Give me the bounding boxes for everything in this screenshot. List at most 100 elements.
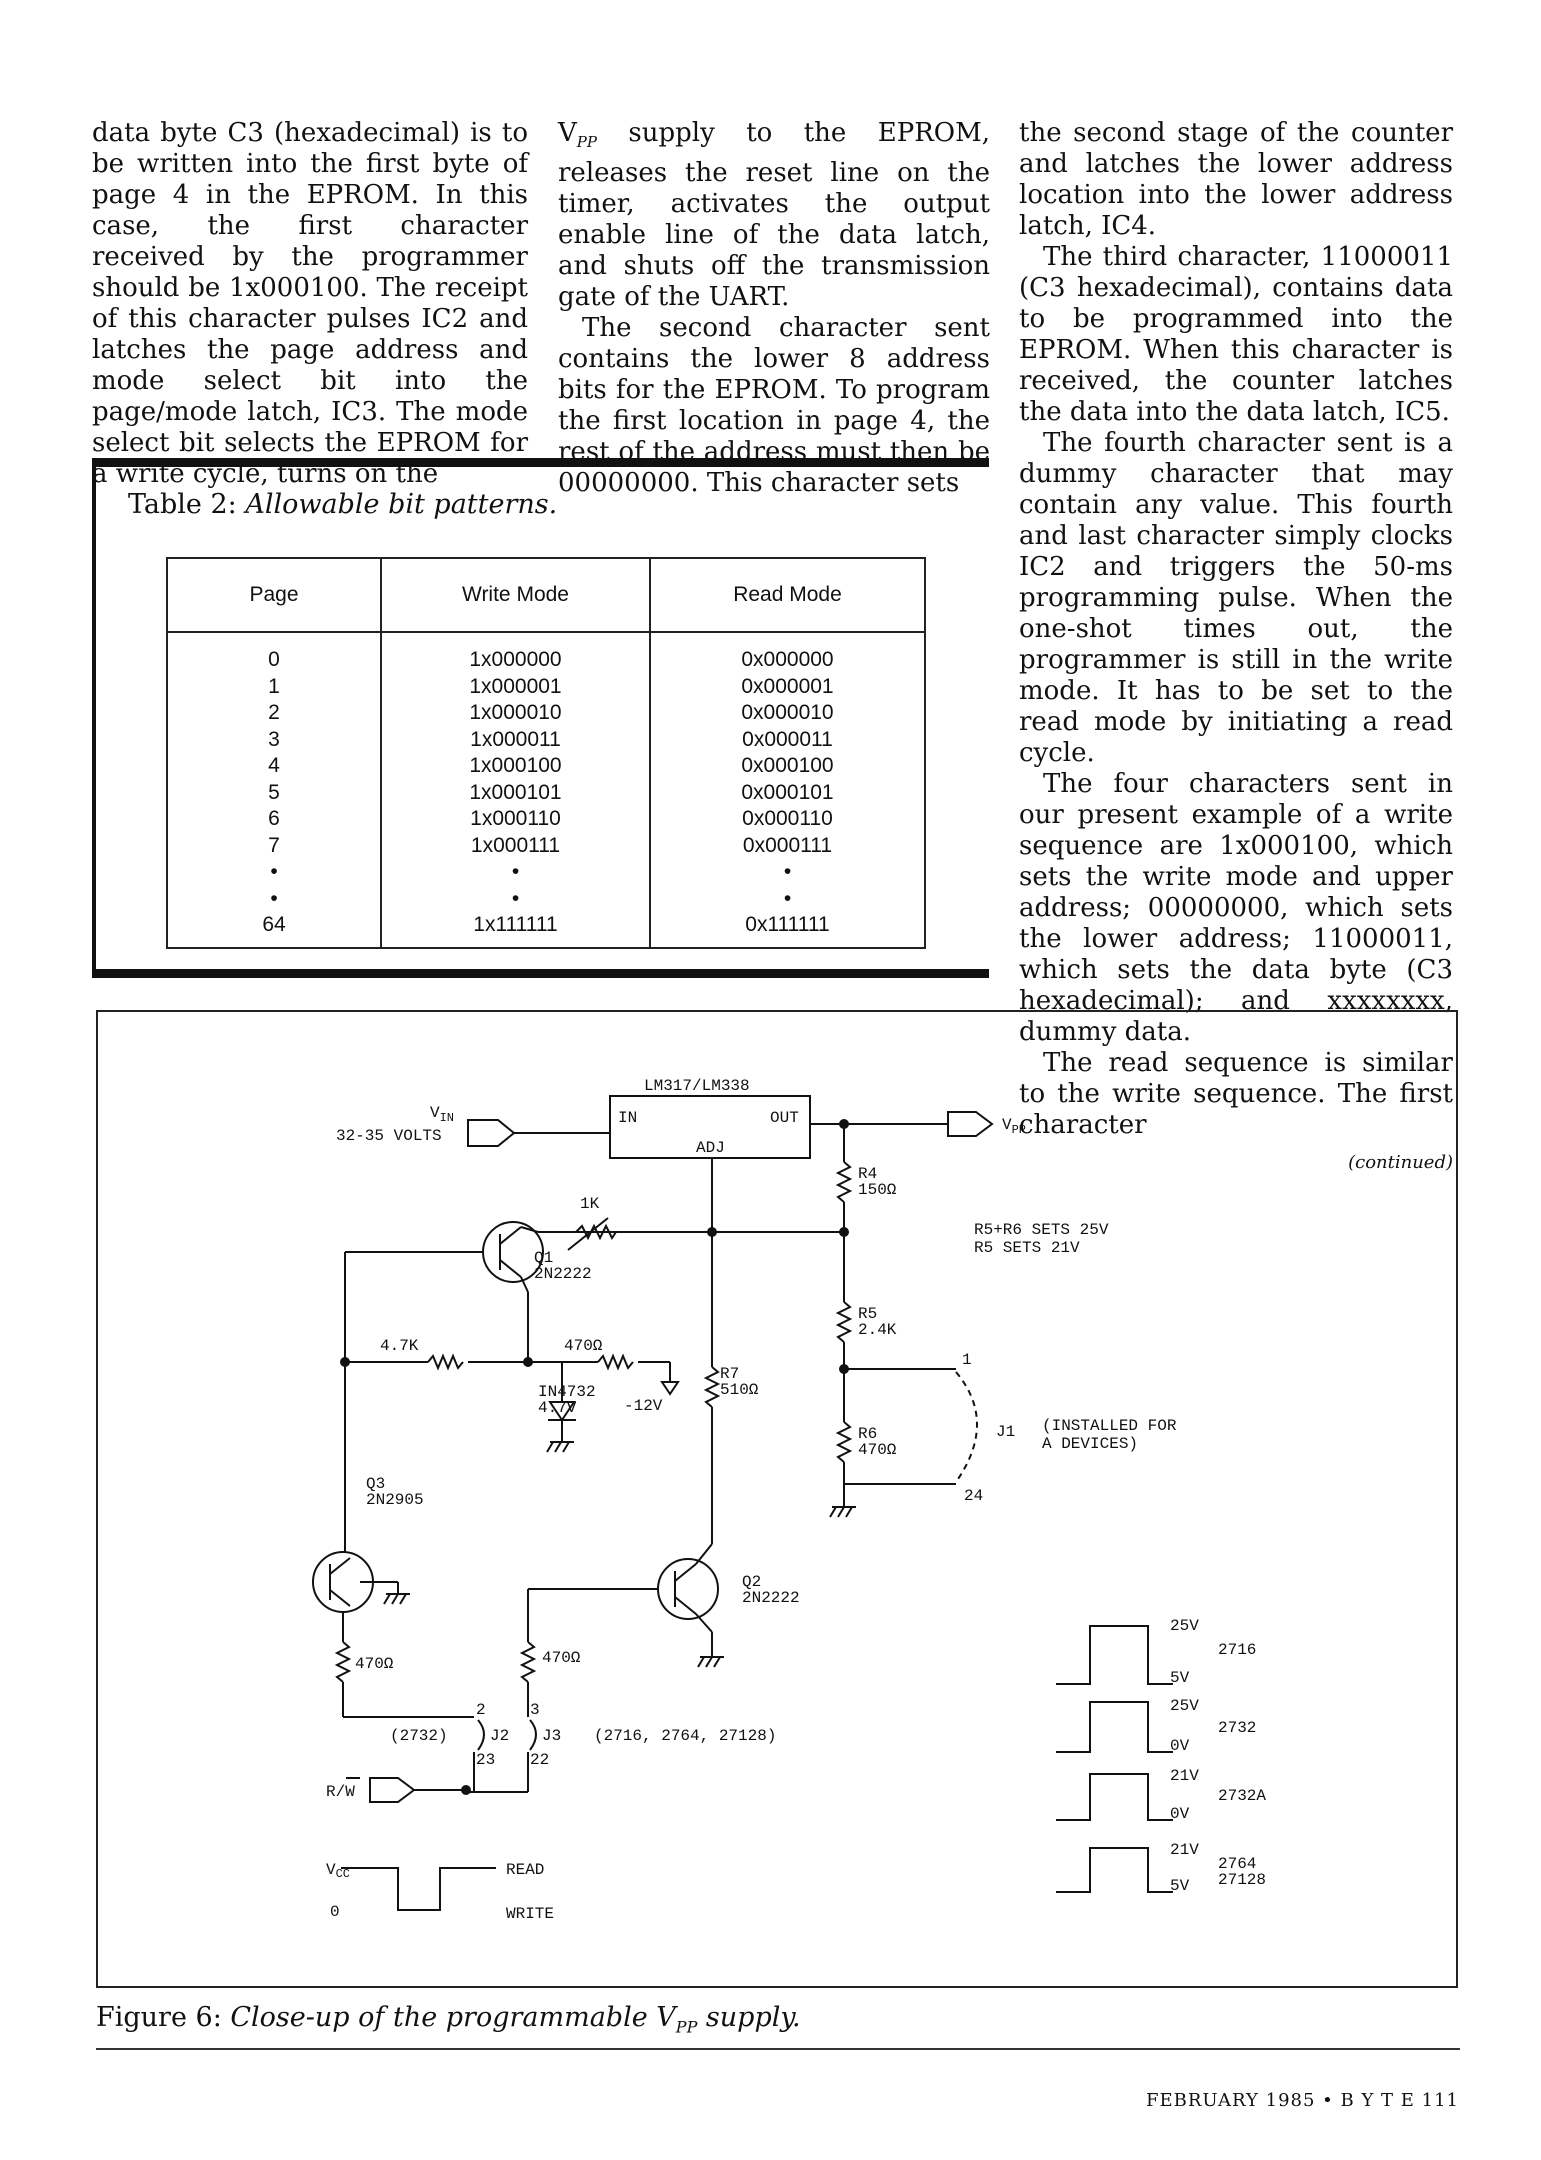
vcc-label-sub: CC: [336, 1867, 350, 1881]
rw-connector: [369, 1777, 416, 1803]
w3-low: 0V: [1170, 1805, 1190, 1823]
figure-caption-title: Close-up of the programmable V: [230, 2002, 676, 2033]
potentiometer-1k: [575, 1223, 617, 1241]
r4-label: R4: [858, 1165, 877, 1183]
jumper-j3: [529, 1719, 537, 1751]
header-read-mode: Read Mode: [649, 557, 926, 633]
r5-note: R5 SETS 21V: [974, 1239, 1080, 1257]
text-column-2: VPP supply to the EPROM, releases the re…: [558, 118, 990, 499]
pin22-label: 22: [530, 1751, 549, 1769]
r470b-label: 470Ω: [355, 1655, 394, 1673]
footer-rule: [96, 2048, 1460, 2050]
q1-label: Q1: [534, 1249, 553, 1267]
page-footer: FEBRUARY 1985 • B Y T E 111: [1146, 2090, 1459, 2111]
vin-volts-label: 32-35 VOLTS: [336, 1127, 442, 1145]
pin1-label: 1: [962, 1351, 972, 1369]
vpp-symbol: V: [558, 118, 577, 148]
table-header-row: Page Write Mode Read Mode: [166, 557, 926, 633]
w4-device: 2764: [1218, 1855, 1256, 1873]
figure-caption-end: supply.: [697, 2002, 801, 2033]
zener-value: 4.7V: [538, 1399, 577, 1417]
paragraph: The fourth character sent is a dummy cha…: [1019, 428, 1453, 768]
vpp-subscript: PP: [576, 133, 597, 152]
j1-label: J1: [996, 1423, 1015, 1441]
q2-label: Q2: [742, 1573, 761, 1591]
pin3-label: 3: [530, 1701, 540, 1719]
w4-device-2: 27128: [1218, 1871, 1266, 1889]
resistor-470-b: [334, 1641, 352, 1683]
pin24-label: 24: [964, 1487, 983, 1505]
r6-label: R6: [858, 1425, 877, 1443]
figure-caption: Figure 6: Close-up of the programmable V…: [96, 2002, 801, 2036]
vin-connector: [467, 1119, 516, 1147]
zener-diode: [548, 1401, 576, 1422]
read-mode-values: 0x000000 0x000001 0x000010 0x000011 0x00…: [649, 632, 926, 949]
vcc-label-text: V: [326, 1861, 336, 1879]
q2-type: 2N2222: [742, 1589, 800, 1607]
read-label: READ: [506, 1861, 544, 1879]
vcc-label: VCC: [326, 1861, 350, 1881]
pin2-label: 2: [476, 1701, 486, 1719]
regulator-label: LM317/LM338: [644, 1077, 750, 1095]
waveform-2732a: [1056, 1773, 1173, 1821]
rw-waveform: [341, 1867, 496, 1911]
w3-device: 2732A: [1218, 1787, 1266, 1805]
resistor-4-7k: [427, 1353, 464, 1371]
bit-patterns-table: Page Write Mode Read Mode 0 1 2 3 4 5 6 …: [166, 557, 926, 949]
resistor-r6: [835, 1421, 853, 1463]
figure-caption-sub: PP: [675, 2017, 698, 2037]
vpp-label-sub: PP: [1012, 1123, 1026, 1137]
r4-value: 150Ω: [858, 1181, 897, 1199]
waveform-2732: [1056, 1701, 1173, 1753]
installed-note: (INSTALLED FOR: [1042, 1417, 1177, 1435]
paragraph: VPP supply to the EPROM, releases the re…: [558, 118, 990, 313]
junction-dot: [461, 1785, 471, 1795]
header-page: Page: [166, 557, 382, 633]
neg12-label: -12V: [624, 1397, 663, 1415]
r7-label: R7: [720, 1365, 739, 1383]
junction-dot: [523, 1357, 533, 1367]
w1-low: 5V: [1170, 1669, 1190, 1687]
neg12-arrow: [660, 1381, 680, 1396]
junction-dot: [839, 1119, 849, 1129]
reg-out-label: OUT: [770, 1109, 799, 1127]
r6-value: 470Ω: [858, 1441, 897, 1459]
zero-label: 0: [330, 1903, 340, 1921]
q3-label: Q3: [366, 1475, 385, 1493]
j3-note: (2716, 2764, 27128): [594, 1727, 776, 1745]
r7-value: 510Ω: [720, 1381, 759, 1399]
w4-low: 5V: [1170, 1877, 1190, 1895]
j2-label: J2: [490, 1727, 509, 1745]
schematic-diagram: LM317/LM338 IN OUT ADJ VIN 32-35 VOLTS V…: [312, 1077, 1266, 1923]
table-caption-prefix: Table 2:: [128, 489, 246, 520]
paragraph: The four characters sent in our present …: [1019, 769, 1453, 1047]
paragraph-text: supply to the EPROM, releases the reset …: [558, 118, 990, 313]
paragraph: data byte C3 (hexadecimal) is to be writ…: [92, 118, 528, 489]
vin-label-text: V: [430, 1104, 440, 1122]
page-column-values: 0 1 2 3 4 5 6 7 • • 64: [166, 632, 382, 949]
r5-value: 2.4K: [858, 1321, 897, 1339]
transistor-q2: [657, 1558, 719, 1620]
text-column-1: data byte C3 (hexadecimal) is to be writ…: [92, 118, 528, 490]
w3-high: 21V: [1170, 1767, 1199, 1785]
junction-dot: [707, 1227, 717, 1237]
table-2-box: Table 2: Allowable bit patterns. Page Wr…: [92, 458, 989, 978]
resistor-r7: [703, 1366, 721, 1408]
zener-label: IN4732: [538, 1383, 596, 1401]
reg-in-label: IN: [618, 1109, 637, 1127]
installed-note-2: A DEVICES): [1042, 1435, 1138, 1453]
r470a-label: 470Ω: [564, 1337, 603, 1355]
waveform-2764: [1056, 1847, 1173, 1893]
figure-6-frame: LM317/LM338 IN OUT ADJ VIN 32-35 VOLTS V…: [96, 1010, 1458, 1988]
j3-label: J3: [542, 1727, 561, 1745]
vpp-label-text: V: [1002, 1116, 1012, 1134]
w1-device: 2716: [1218, 1641, 1256, 1659]
regulator-box: [609, 1095, 811, 1159]
vpp-label: VPP: [1002, 1116, 1026, 1137]
vin-label-sub: IN: [440, 1111, 454, 1125]
pot-label: 1K: [580, 1195, 600, 1213]
vin-label: VIN: [430, 1104, 454, 1125]
rw-label: R/W: [326, 1783, 355, 1801]
table-caption-title: Allowable bit patterns.: [245, 489, 558, 520]
resistor-470-c: [519, 1641, 537, 1683]
